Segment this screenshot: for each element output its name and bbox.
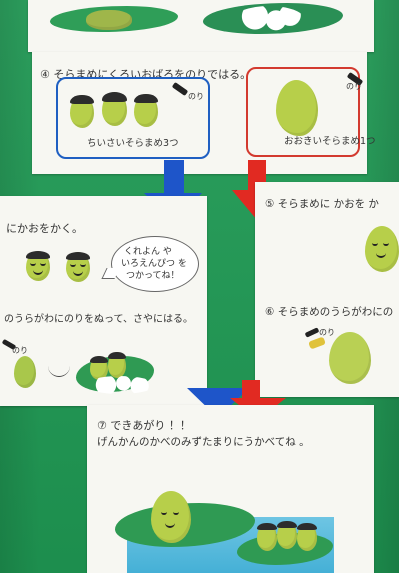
small-bean-2 bbox=[102, 92, 127, 126]
blue-frame bbox=[56, 77, 210, 159]
bean-cap bbox=[26, 251, 50, 259]
right-glue-label: のり bbox=[319, 328, 335, 337]
glue-stick-icon bbox=[304, 327, 320, 338]
bean-cap bbox=[257, 523, 277, 531]
bubble-line-2: いろえんぴつ を bbox=[121, 259, 187, 269]
left-middle-card: にかおをかく。 くれよん や いろえんぴつ を つかってね！ のうらがわにのりを… bbox=[0, 196, 207, 406]
mouth-icon bbox=[165, 521, 175, 528]
bean-cap bbox=[108, 352, 126, 360]
back-bean bbox=[14, 356, 36, 388]
rice-flakes bbox=[85, 376, 155, 394]
left-line-2: のうらがわにのりをぬって、さやにはる。 bbox=[4, 314, 193, 325]
bottom-red-arrow bbox=[230, 380, 286, 420]
bean-cap bbox=[277, 521, 297, 529]
eye-icon bbox=[80, 263, 86, 267]
step6-title: ⑥ そらまめのうらがわにの bbox=[265, 306, 394, 318]
face-bean-2 bbox=[66, 252, 90, 282]
red-caption: おおきいそらまめ1つ bbox=[284, 136, 376, 147]
step7-card: ⑦ できあがり ！！ げんかんのかべのみずたまりにうかべてね 。 bbox=[87, 405, 374, 573]
large-finished-bean bbox=[151, 491, 191, 543]
small-bean-top bbox=[86, 10, 132, 30]
step7-subtitle: げんかんのかべのみずたまりにうかべてね 。 bbox=[97, 436, 310, 448]
pod-bean-2 bbox=[108, 352, 126, 378]
bean-cap bbox=[297, 523, 317, 531]
eye-icon bbox=[40, 262, 46, 266]
bean-cap bbox=[134, 94, 158, 104]
speech-bubble bbox=[111, 236, 199, 292]
mouth-icon bbox=[33, 268, 43, 275]
left-glue-label: のり bbox=[12, 346, 28, 355]
bean-cap bbox=[66, 252, 90, 260]
eye-icon bbox=[173, 511, 179, 515]
small-bean-3 bbox=[134, 94, 158, 127]
small-finished-bean-2 bbox=[277, 521, 297, 549]
bean-cap bbox=[90, 356, 108, 363]
eye-icon bbox=[372, 242, 378, 246]
mouth-icon bbox=[376, 251, 386, 258]
bean-cap bbox=[102, 92, 127, 102]
step7-title: ⑦ できあがり ！！ bbox=[97, 419, 191, 432]
large-bean bbox=[276, 80, 318, 136]
eye-icon bbox=[383, 242, 389, 246]
white-flakes bbox=[234, 6, 304, 32]
small-finished-bean-1 bbox=[257, 523, 277, 551]
face-bean-1 bbox=[26, 251, 50, 281]
step5-title: ⑤ そらまめに かおを か bbox=[265, 198, 379, 210]
eye-icon bbox=[70, 263, 76, 267]
step6-bean bbox=[329, 332, 371, 384]
eye-icon bbox=[30, 262, 36, 266]
small-bean-1 bbox=[70, 95, 94, 128]
bottom-blue-arrow bbox=[187, 388, 249, 418]
top-card bbox=[28, 0, 374, 52]
glue-label-blue: のり bbox=[188, 92, 204, 101]
mouth-icon bbox=[73, 269, 83, 276]
eye-icon bbox=[161, 511, 167, 515]
glue-tube-icon bbox=[308, 336, 326, 350]
bubble-line-1: くれよん や bbox=[124, 247, 172, 257]
glue-label-red: のり bbox=[346, 82, 362, 91]
bubble-line-3: つかってね！ bbox=[126, 271, 180, 281]
blue-caption: ちいさいそらまめ3つ bbox=[87, 138, 179, 149]
small-finished-bean-3 bbox=[297, 523, 317, 551]
step5-bean bbox=[365, 226, 399, 272]
red-frame bbox=[246, 67, 360, 157]
pod-bean-1 bbox=[90, 356, 108, 380]
left-title: にかおをかく。 bbox=[6, 222, 83, 235]
arrow-squiggle bbox=[48, 366, 70, 377]
right-middle-card: ⑤ そらまめに かおを か ⑥ そらまめのうらがわにの のり bbox=[255, 182, 399, 397]
step4-card: ④ そらまめにくろいおばろをのりではる。 のり ちいさいそらまめ3つ のり おお… bbox=[32, 52, 376, 174]
bean-cap bbox=[70, 95, 94, 105]
